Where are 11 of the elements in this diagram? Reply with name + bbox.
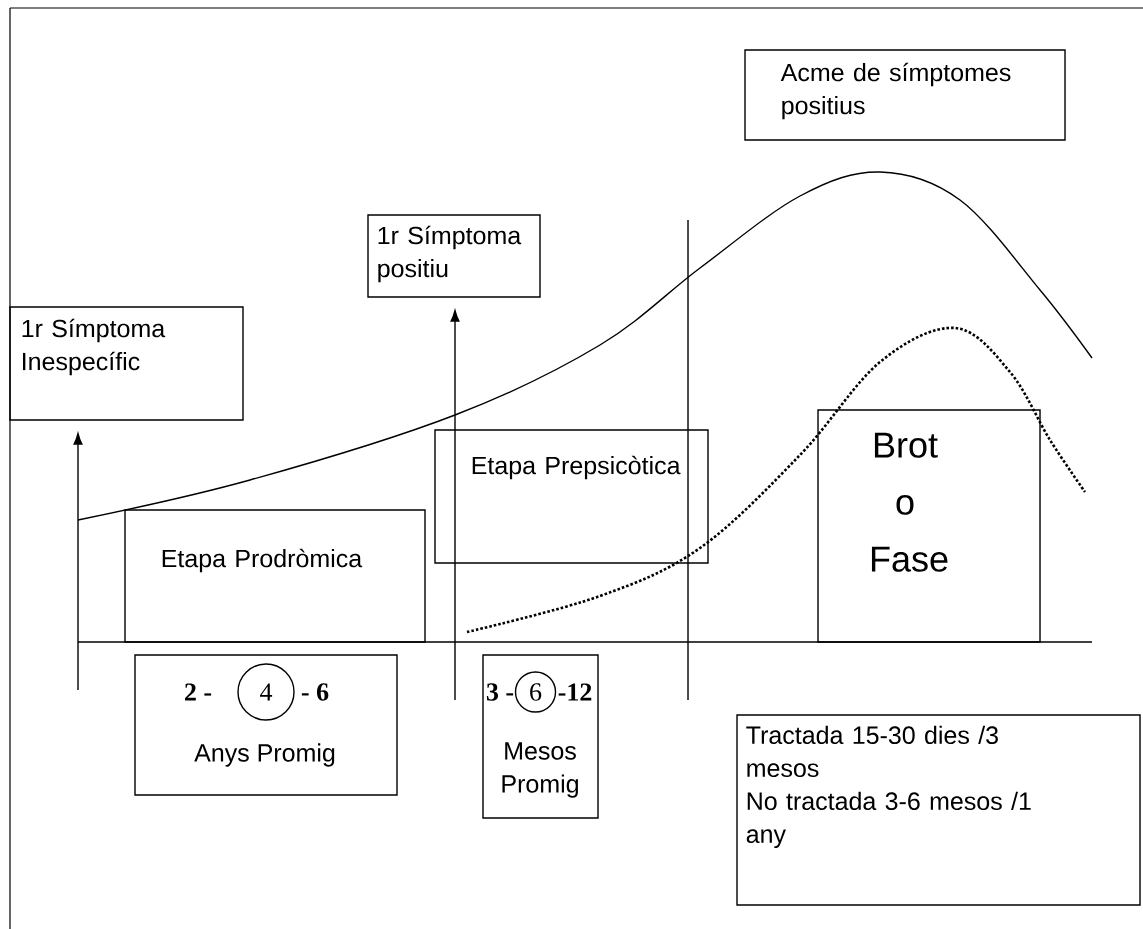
text-box: 1r Símptoma Inespecífic (9, 306, 244, 421)
arrow (450, 310, 460, 701)
circled-number: 6 (514, 671, 557, 713)
circled-number: 4 (237, 663, 295, 721)
stage-box: Brot o Fase (817, 409, 1041, 643)
stage-box: Etapa Prepsicòtica (434, 429, 709, 564)
text-box: 1r Símptoma positiu (367, 214, 541, 298)
text-box: Tractada 15-30 dies /3 mesos No tractada 3-6 mesos /1 any (736, 714, 1141, 906)
text-box: Acme de símptomes positius (744, 49, 1066, 141)
stage-box: Etapa Prodròmica (124, 509, 426, 643)
arrow (73, 433, 83, 691)
